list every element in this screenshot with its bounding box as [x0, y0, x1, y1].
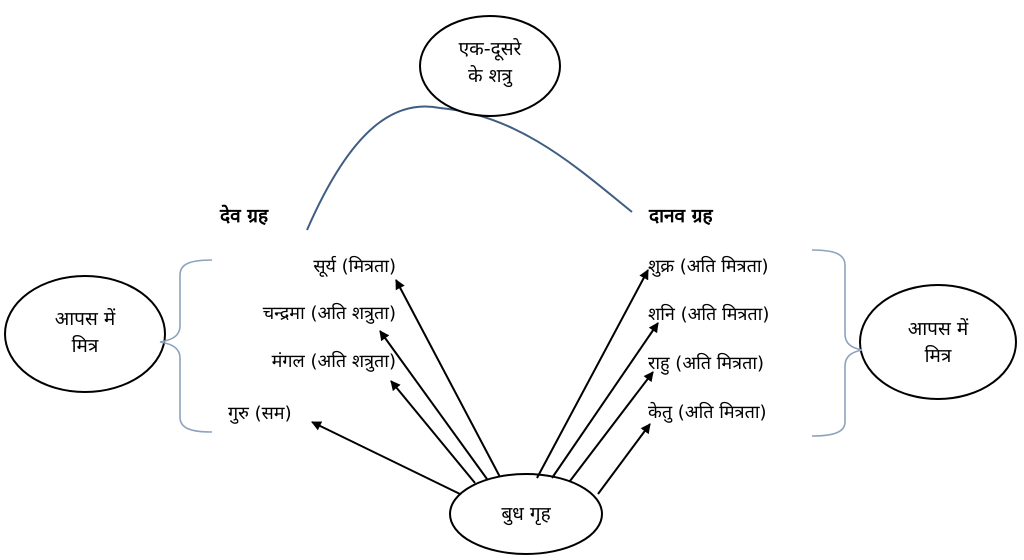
right-item-1: शुक्र (अति मित्रता) — [648, 256, 769, 277]
left-brace — [159, 259, 213, 433]
right-node-line1: आपस में — [907, 318, 969, 340]
arrow-to-right-item-3 — [569, 371, 654, 482]
left-item-3: मंगल (अति शत्रुता) — [271, 351, 396, 372]
right-brace — [811, 249, 863, 437]
right-item-4: केतु (अति मित्रता) — [648, 402, 767, 423]
right-item-2: शनि (अति मित्रता) — [648, 304, 770, 325]
center-node-label: बुध गृह — [501, 503, 551, 525]
enemy-curve — [306, 105, 633, 231]
left-item-2: चन्द्रमा (अति शत्रुता) — [262, 303, 396, 324]
arrow-to-left-item-1 — [395, 279, 501, 478]
left-group-heading: देव ग्रह — [220, 205, 269, 227]
top-node-ellipse — [419, 15, 561, 117]
left-node-ellipse — [4, 275, 166, 393]
left-node-line2: मित्र — [71, 334, 99, 357]
right-node-label: आपस में मित्र — [878, 316, 998, 369]
top-node-label: एक-दूसरे के शत्रु — [430, 36, 550, 89]
top-node-line1: एक-दूसरे — [458, 38, 522, 60]
right-group-heading: दानव ग्रह — [649, 205, 713, 227]
left-item-1: सूर्य (मित्रता) — [313, 256, 396, 277]
arrow-to-right-item-2 — [551, 322, 659, 479]
arrow-to-right-item-1 — [536, 269, 649, 479]
arrow-to-left-item-3 — [390, 380, 476, 484]
left-node-line1: आपस में — [54, 308, 116, 330]
right-node-ellipse — [859, 284, 1017, 400]
arrow-to-left-item-4 — [311, 421, 461, 495]
top-node-line2: के शत्रु — [467, 64, 513, 87]
right-node-line2: मित्र — [924, 344, 952, 367]
left-item-4: गुरु (सम) — [228, 403, 292, 424]
right-item-3: राहु (अति मित्रता) — [648, 353, 765, 374]
center-node-ellipse — [449, 473, 603, 555]
left-node-label: आपस में मित्र — [25, 306, 145, 359]
arrow-to-left-item-2 — [379, 330, 488, 480]
arrow-to-right-item-4 — [597, 423, 651, 495]
